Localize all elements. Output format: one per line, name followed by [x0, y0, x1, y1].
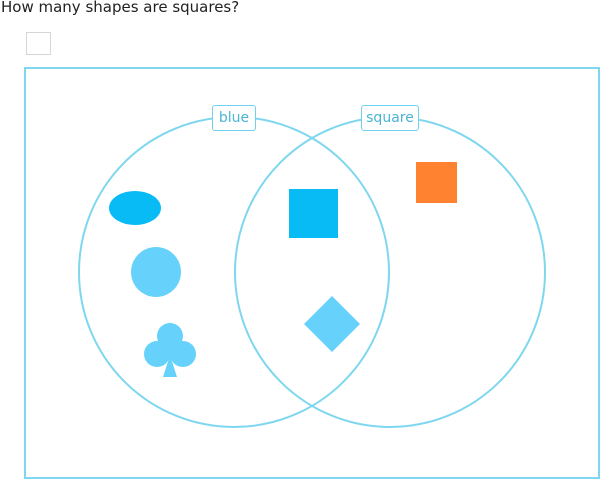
- answer-input[interactable]: [26, 32, 51, 55]
- blue-diamond-shape: [304, 296, 360, 352]
- blue-square-shape: [289, 189, 338, 238]
- blue-set-label: blue: [212, 105, 256, 131]
- blue-ellipse-shape: [109, 191, 161, 225]
- orange-square-shape: [416, 162, 457, 203]
- question-text: How many shapes are squares?: [1, 0, 240, 16]
- blue-club-shape: [144, 323, 196, 377]
- blue-circle-shape: [131, 247, 181, 297]
- square-set-label: square: [361, 105, 419, 131]
